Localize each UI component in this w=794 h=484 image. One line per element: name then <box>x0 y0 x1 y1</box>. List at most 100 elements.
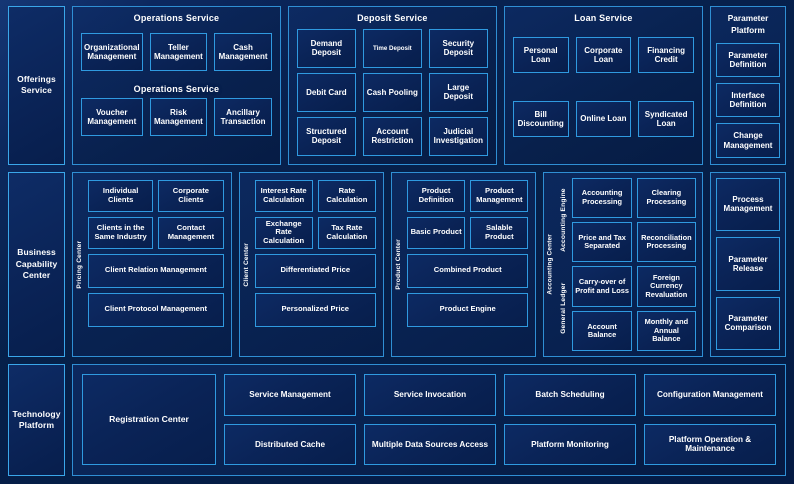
deposit-item-grid: Demand Deposit Time Deposit Security Dep… <box>289 23 496 164</box>
item-clients-in-the-same-industry[interactable]: Clients in the Same Industry <box>88 216 154 249</box>
item-voucher-management[interactable]: Voucher Management <box>81 98 143 136</box>
item-syndicated-loan[interactable]: Syndicated Loan <box>638 101 694 137</box>
item-service-invocation[interactable]: Service Invocation <box>364 374 496 416</box>
rail-business-line3: Center <box>22 270 51 281</box>
accounting-engine-pair-2: Price and Tax Separated Reconciliation P… <box>572 222 696 263</box>
item-batch-scheduling[interactable]: Batch Scheduling <box>504 374 636 416</box>
item-combined-product[interactable]: Combined Product <box>407 253 529 288</box>
panel-product-center[interactable]: Product Center Product Definition Produc… <box>391 171 537 358</box>
rail-technology-label: Technology Platform <box>12 409 60 432</box>
group-technology-platform[interactable]: Registration Center Service Management S… <box>72 364 786 476</box>
item-demand-deposit[interactable]: Demand Deposit <box>296 29 356 68</box>
panel-pricing-center[interactable]: Client Center Interest Rate Calculation … <box>238 171 384 358</box>
item-corporate-loan[interactable]: Corporate Loan <box>575 37 632 73</box>
accounting-engine-pair-1: Accounting Processing Clearing Processin… <box>572 177 696 219</box>
item-change-management[interactable]: Change Management <box>716 123 780 158</box>
item-platform-operation-and-maintenance[interactable]: Platform Operation & Maintenance <box>644 423 776 465</box>
item-basic-product[interactable]: Basic Product <box>407 216 466 249</box>
item-bill-discounting[interactable]: Bill Discounting <box>512 101 569 137</box>
item-financing-credit[interactable]: Financing Credit <box>638 37 694 73</box>
item-accounting-processing[interactable]: Accounting Processing <box>572 177 632 219</box>
rail-technology-line2: Platform <box>18 420 55 431</box>
panel-parameter-platform-top[interactable]: Parameter Platform Parameter Definition … <box>710 6 786 165</box>
item-rate-calculation[interactable]: Rate Calculation <box>317 179 376 212</box>
technology-item-grid: Service Management Service Invocation Ba… <box>224 374 776 465</box>
item-foreign-currency-revaluation[interactable]: Foreign Currency Revaluation <box>636 266 696 307</box>
accounting-engine-body: Accounting Processing Clearing Processin… <box>570 177 696 263</box>
group-deposit-service[interactable]: Deposit Service Demand Deposit Time Depo… <box>287 6 497 165</box>
client-center-pair-2: Clients in the Same Industry Contact Man… <box>88 216 224 249</box>
item-time-deposit[interactable]: Time Deposit <box>362 29 422 68</box>
item-interface-definition[interactable]: Interface Definition <box>716 83 780 118</box>
panel-accounting-center[interactable]: Accounting Center Accounting Engine Acco… <box>543 171 703 358</box>
panel-client-center[interactable]: Pricing Center Individual Clients Corpor… <box>72 171 232 358</box>
item-platform-monitoring[interactable]: Platform Monitoring <box>504 423 636 465</box>
rail-offerings-line1: Offerings <box>17 73 56 84</box>
item-ancillary-transaction[interactable]: Ancillary Transaction <box>214 98 272 136</box>
item-personal-loan[interactable]: Personal Loan <box>512 37 569 73</box>
product-center-body: Product Definition Product Management Ba… <box>405 173 535 357</box>
item-teller-management[interactable]: Teller Management <box>149 33 208 71</box>
rail-business-label: Business Capability Center <box>16 247 58 281</box>
item-account-balance[interactable]: Account Balance <box>572 310 632 352</box>
item-product-definition[interactable]: Product Definition <box>407 179 466 212</box>
item-risk-management[interactable]: Risk Management <box>149 98 208 136</box>
item-structured-deposit[interactable]: Structured Deposit <box>296 116 356 156</box>
item-configuration-management[interactable]: Configuration Management <box>644 374 776 416</box>
rail-business-line2: Capability <box>15 258 58 269</box>
item-differentiated-price[interactable]: Differentiated Price <box>254 253 376 288</box>
item-account-restriction[interactable]: Account Restriction <box>362 116 422 156</box>
item-contact-management[interactable]: Contact Management <box>158 216 224 249</box>
row-technology-platform: Technology Platform Registration Center … <box>8 364 786 476</box>
rail-technology-platform: Technology Platform <box>8 364 65 476</box>
group-operations-service[interactable]: Operations Service Operations Service Or… <box>72 6 281 165</box>
technology-platform-body: Registration Center Service Management S… <box>73 365 785 475</box>
item-client-protocol-management[interactable]: Client Protocol Management <box>88 292 224 327</box>
item-parameter-comparison[interactable]: Parameter Comparison <box>716 296 780 351</box>
group-loan-service[interactable]: Loan Service Personal Loan Corporate Loa… <box>503 6 703 165</box>
item-clearing-processing[interactable]: Clearing Processing <box>636 177 696 219</box>
group-deposit-title: Deposit Service <box>357 13 428 23</box>
item-client-relation-management[interactable]: Client Relation Management <box>88 253 224 288</box>
item-tax-rate-calculation[interactable]: Tax Rate Calculation <box>317 216 376 249</box>
item-carry-over-of-profit-and-loss[interactable]: Carry-over of Profit and Loss <box>572 266 632 307</box>
general-ledger-vertical-label: General Ledger <box>560 283 568 335</box>
item-exchange-rate-calculation[interactable]: Exchange Rate Calculation <box>254 216 313 249</box>
item-interest-rate-calculation[interactable]: Interest Rate Calculation <box>254 179 313 212</box>
item-registration-center[interactable]: Registration Center <box>82 374 216 465</box>
item-online-loan[interactable]: Online Loan <box>575 101 632 137</box>
panel-parameter-platform-bottom[interactable]: Process Management Parameter Release Par… <box>710 171 786 358</box>
item-corporate-clients[interactable]: Corporate Clients <box>158 179 224 212</box>
item-product-engine[interactable]: Product Engine <box>407 292 529 327</box>
item-debit-card[interactable]: Debit Card <box>296 72 356 112</box>
rail-business-line1: Business <box>17 247 56 258</box>
item-multiple-data-sources-access[interactable]: Multiple Data Sources Access <box>364 423 496 465</box>
subpanel-general-ledger: General Ledger Carry-over of Profit and … <box>557 266 696 352</box>
accounting-engine-vertical-label: Accounting Engine <box>560 188 568 252</box>
item-individual-clients[interactable]: Individual Clients <box>88 179 154 212</box>
pricing-center-body: Interest Rate Calculation Rate Calculati… <box>253 173 383 357</box>
item-salable-product[interactable]: Salable Product <box>470 216 529 249</box>
item-personalized-price[interactable]: Personalized Price <box>254 292 376 327</box>
item-judicial-investigation[interactable]: Judicial Investigation <box>428 116 488 156</box>
pricing-center-vertical-label: Client Center <box>242 242 250 287</box>
item-parameter-definition[interactable]: Parameter Definition <box>716 43 780 78</box>
item-cash-management[interactable]: Cash Management <box>214 33 272 71</box>
item-product-management[interactable]: Product Management <box>470 179 529 212</box>
item-monthly-and-annual-balance[interactable]: Monthly and Annual Balance <box>636 310 696 352</box>
rail-offerings-line2: Service <box>21 85 52 96</box>
item-process-management[interactable]: Process Management <box>716 177 780 232</box>
item-large-deposit[interactable]: Large Deposit <box>428 72 488 112</box>
group-operations-title-repeat: Operations Service <box>133 84 220 94</box>
client-center-vertical-label: Pricing Center <box>76 240 83 289</box>
item-security-deposit[interactable]: Security Deposit <box>428 29 488 68</box>
item-parameter-release[interactable]: Parameter Release <box>716 237 780 291</box>
item-distributed-cache[interactable]: Distributed Cache <box>224 423 356 465</box>
item-cash-pooling[interactable]: Cash Pooling <box>362 72 422 112</box>
item-reconciliation-processing[interactable]: Reconciliation Processing <box>636 222 696 263</box>
general-ledger-pair-2: Account Balance Monthly and Annual Balan… <box>572 310 696 352</box>
item-organizational-management[interactable]: Organizational Management <box>81 33 143 71</box>
item-price-and-tax-separated[interactable]: Price and Tax Separated <box>572 222 632 263</box>
parameter-platform-title-line2: Platform <box>731 25 765 36</box>
item-service-management[interactable]: Service Management <box>224 374 356 416</box>
